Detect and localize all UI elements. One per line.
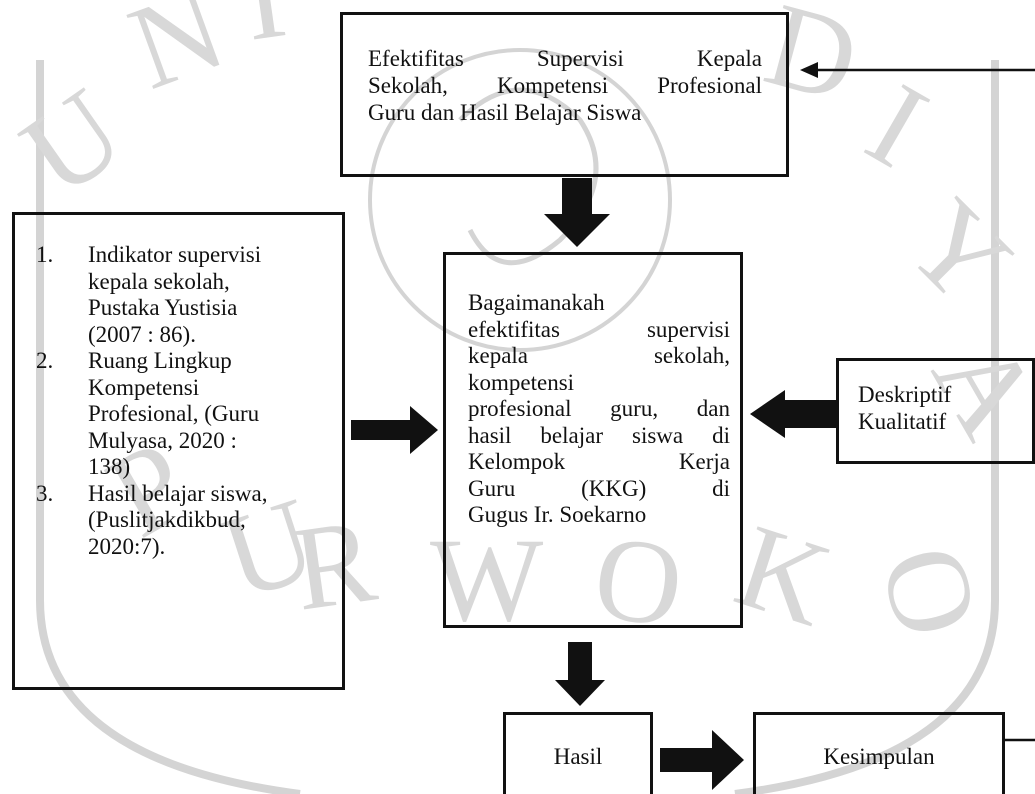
list-item: 2. Ruang Lingkup Kompetensi Profesional,… — [36, 348, 260, 479]
top-box-line-3: Guru dan Hasil Belajar Siswa — [368, 100, 642, 125]
left-box-list: 1. Indikator supervisi kepala sekolah, P… — [36, 242, 326, 560]
down-arrow-top — [544, 178, 610, 247]
hasil-box — [503, 712, 653, 794]
list-item: 3. Hasil belajar siswa, (Puslitjakdikbud… — [36, 480, 268, 559]
right-box-text: Deskriptif Kualitatif — [858, 382, 952, 434]
right-arrow-hasil — [660, 730, 744, 790]
kesimpulan-box — [753, 712, 1005, 794]
list-item: 1. Indikator supervisi kepala sekolah, P… — [36, 242, 262, 347]
center-box — [443, 252, 743, 628]
left-box — [12, 212, 345, 690]
left-arrow-right — [750, 390, 836, 438]
kesimpulan-label: Kesimpulan — [823, 744, 935, 769]
top-box-line-2: Sekolah, Kompetensi Profesional — [368, 73, 762, 98]
down-arrow-bottom — [555, 642, 605, 706]
top-box-line-1: Efektifitas Supervisi Kepala — [368, 46, 762, 71]
right-box — [836, 358, 1035, 464]
feedback-arrow — [800, 62, 1035, 78]
right-arrow-left — [351, 406, 438, 454]
top-box — [340, 12, 789, 177]
hasil-label: Hasil — [553, 744, 603, 769]
center-box-text: Bagaimanakah efektifitas supervisi kepal… — [468, 290, 730, 527]
